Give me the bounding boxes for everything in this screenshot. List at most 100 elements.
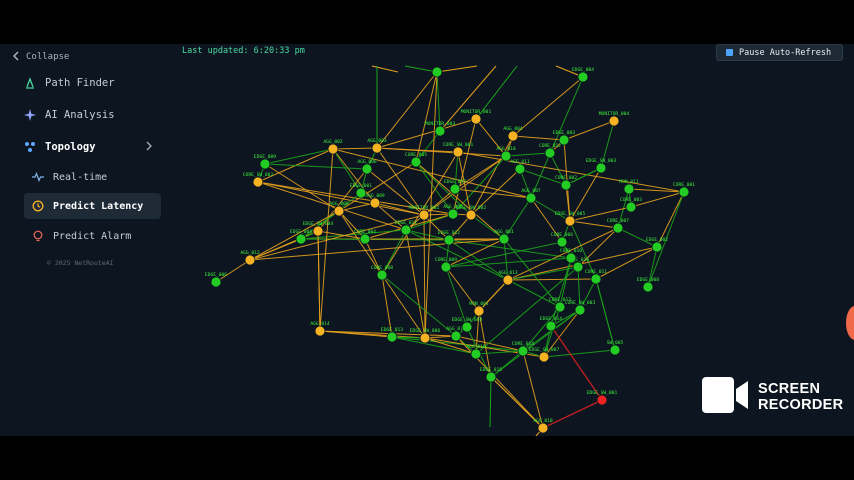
- sidebar-item-path-finder[interactable]: Path Finder: [24, 70, 161, 96]
- topology-node[interactable]: CORE_010: [560, 248, 582, 264]
- topology-node[interactable]: AGG_005: [443, 204, 463, 220]
- topology-node[interactable]: AGG_004: [503, 126, 523, 142]
- node-marker[interactable]: [473, 305, 485, 317]
- sidebar-item-predict-alarm[interactable]: Predict Alarm: [24, 223, 161, 249]
- node-marker[interactable]: [465, 209, 477, 221]
- topology-node[interactable]: AGG_013: [498, 270, 518, 286]
- node-marker[interactable]: [210, 276, 222, 288]
- topology-node[interactable]: AGG_008: [329, 201, 349, 217]
- node-marker[interactable]: [434, 125, 446, 137]
- topology-node[interactable]: AGG_001: [494, 229, 514, 245]
- node-marker[interactable]: [609, 344, 621, 356]
- node-marker[interactable]: [596, 394, 608, 406]
- node-marker[interactable]: [537, 422, 549, 434]
- topology-node[interactable]: CORE_012: [539, 143, 561, 159]
- node-marker[interactable]: [376, 269, 388, 281]
- node-marker[interactable]: [572, 261, 584, 273]
- node-marker[interactable]: [470, 348, 482, 360]
- node-marker[interactable]: [447, 208, 459, 220]
- node-marker[interactable]: [371, 142, 383, 154]
- node-marker[interactable]: [642, 281, 654, 293]
- node-marker[interactable]: [538, 351, 550, 363]
- topology-node[interactable]: MONITOR_004: [599, 111, 630, 127]
- topology-node[interactable]: [431, 66, 443, 78]
- node-marker[interactable]: [595, 162, 607, 174]
- node-marker[interactable]: [369, 197, 381, 209]
- node-marker[interactable]: [470, 113, 482, 125]
- node-marker[interactable]: [651, 241, 663, 253]
- topology-node[interactable]: AGG_012: [240, 250, 260, 266]
- topology-node[interactable]: EDGE_006: [205, 272, 227, 288]
- topology-node[interactable]: CORE_SW_002: [243, 172, 274, 188]
- collapse-button[interactable]: Collapse: [12, 48, 69, 66]
- sidebar-item-real-time[interactable]: Real-time: [24, 164, 161, 190]
- topology-node[interactable]: CORE_002: [555, 175, 577, 191]
- topology-node[interactable]: EDGE_004: [572, 67, 594, 83]
- topology-node[interactable]: MONITOR_001: [461, 109, 492, 125]
- node-marker[interactable]: [443, 234, 455, 246]
- topology-node[interactable]: AGG_014: [310, 321, 330, 337]
- node-marker[interactable]: [359, 233, 371, 245]
- node-marker[interactable]: [625, 201, 637, 213]
- node-marker[interactable]: [565, 252, 577, 264]
- topology-node[interactable]: EDGE_SW_003: [586, 158, 617, 174]
- node-marker[interactable]: [440, 261, 452, 273]
- topology-node[interactable]: EDGE_SW_007: [529, 347, 560, 363]
- node-marker[interactable]: [612, 222, 624, 234]
- topology-node[interactable]: AGG_010: [496, 146, 516, 162]
- node-marker[interactable]: [327, 143, 339, 155]
- node-marker[interactable]: [525, 192, 537, 204]
- topology-node[interactable]: AGG_003: [367, 138, 387, 154]
- node-marker[interactable]: [498, 233, 510, 245]
- topology-node[interactable]: EDGE_SW_008: [452, 317, 483, 333]
- topology-node[interactable]: EDGE_014: [540, 316, 562, 332]
- topology-node[interactable]: EDGE_007: [444, 179, 466, 195]
- node-marker[interactable]: [386, 331, 398, 343]
- topology-node[interactable]: EDGE_SW_005: [555, 211, 586, 227]
- node-marker[interactable]: [485, 371, 497, 383]
- node-marker[interactable]: [410, 156, 422, 168]
- node-marker[interactable]: [560, 179, 572, 191]
- topology-node[interactable]: EDGE_001: [350, 183, 372, 199]
- topology-node[interactable]: EDGE_SW_001: [587, 390, 618, 406]
- topology-node[interactable]: AGG_007: [521, 188, 541, 204]
- topology-node[interactable]: EDGE_009: [254, 154, 276, 170]
- topology-node[interactable]: CORE_SW_003: [565, 300, 596, 316]
- node-marker[interactable]: [355, 187, 367, 199]
- floating-action-button[interactable]: [846, 306, 854, 340]
- topology-node[interactable]: CORE_014: [512, 341, 534, 357]
- topology-node[interactable]: CORE_008: [371, 265, 393, 281]
- node-marker[interactable]: [312, 225, 324, 237]
- node-marker[interactable]: [452, 146, 464, 158]
- node-marker[interactable]: [500, 150, 512, 162]
- node-marker[interactable]: [556, 236, 568, 248]
- sidebar-item-ai-analysis[interactable]: AI Analysis: [24, 102, 161, 128]
- node-marker[interactable]: [545, 320, 557, 332]
- node-marker[interactable]: [590, 273, 602, 285]
- node-marker[interactable]: [678, 186, 690, 198]
- node-marker[interactable]: [608, 115, 620, 127]
- topology-node[interactable]: CORE_003: [620, 197, 642, 213]
- topology-node[interactable]: CORE_004: [354, 229, 376, 245]
- node-marker[interactable]: [517, 345, 529, 357]
- topology-node[interactable]: AGG_009: [365, 193, 385, 209]
- sidebar-item-predict-latency[interactable]: Predict Latency: [24, 193, 161, 219]
- topology-node[interactable]: AGG_015: [446, 326, 466, 342]
- node-marker[interactable]: [558, 134, 570, 146]
- topology-node[interactable]: CORE_009: [435, 257, 457, 273]
- node-marker[interactable]: [564, 215, 576, 227]
- node-marker[interactable]: [623, 183, 635, 195]
- topology-node[interactable]: MONITOR_002: [409, 205, 440, 221]
- topology-node[interactable]: EDGE_003: [553, 130, 575, 146]
- topology-node[interactable]: AGG_016: [466, 344, 486, 360]
- topology-node[interactable]: CORE_006: [551, 232, 573, 248]
- topology-node[interactable]: EDGE_SW_002: [456, 205, 487, 221]
- topology-node[interactable]: SW_005: [607, 340, 624, 356]
- topology-node[interactable]: EDGE_008: [637, 277, 659, 293]
- topology-node[interactable]: EDGE_010: [567, 257, 589, 273]
- topology-node[interactable]: MON_011: [619, 179, 639, 195]
- topology-node[interactable]: EDGE_011: [395, 220, 417, 236]
- topology-node[interactable]: CORE_011: [585, 269, 607, 285]
- topology-node[interactable]: EDGE_004: [290, 229, 312, 245]
- topology-node[interactable]: CORE_007: [607, 218, 629, 234]
